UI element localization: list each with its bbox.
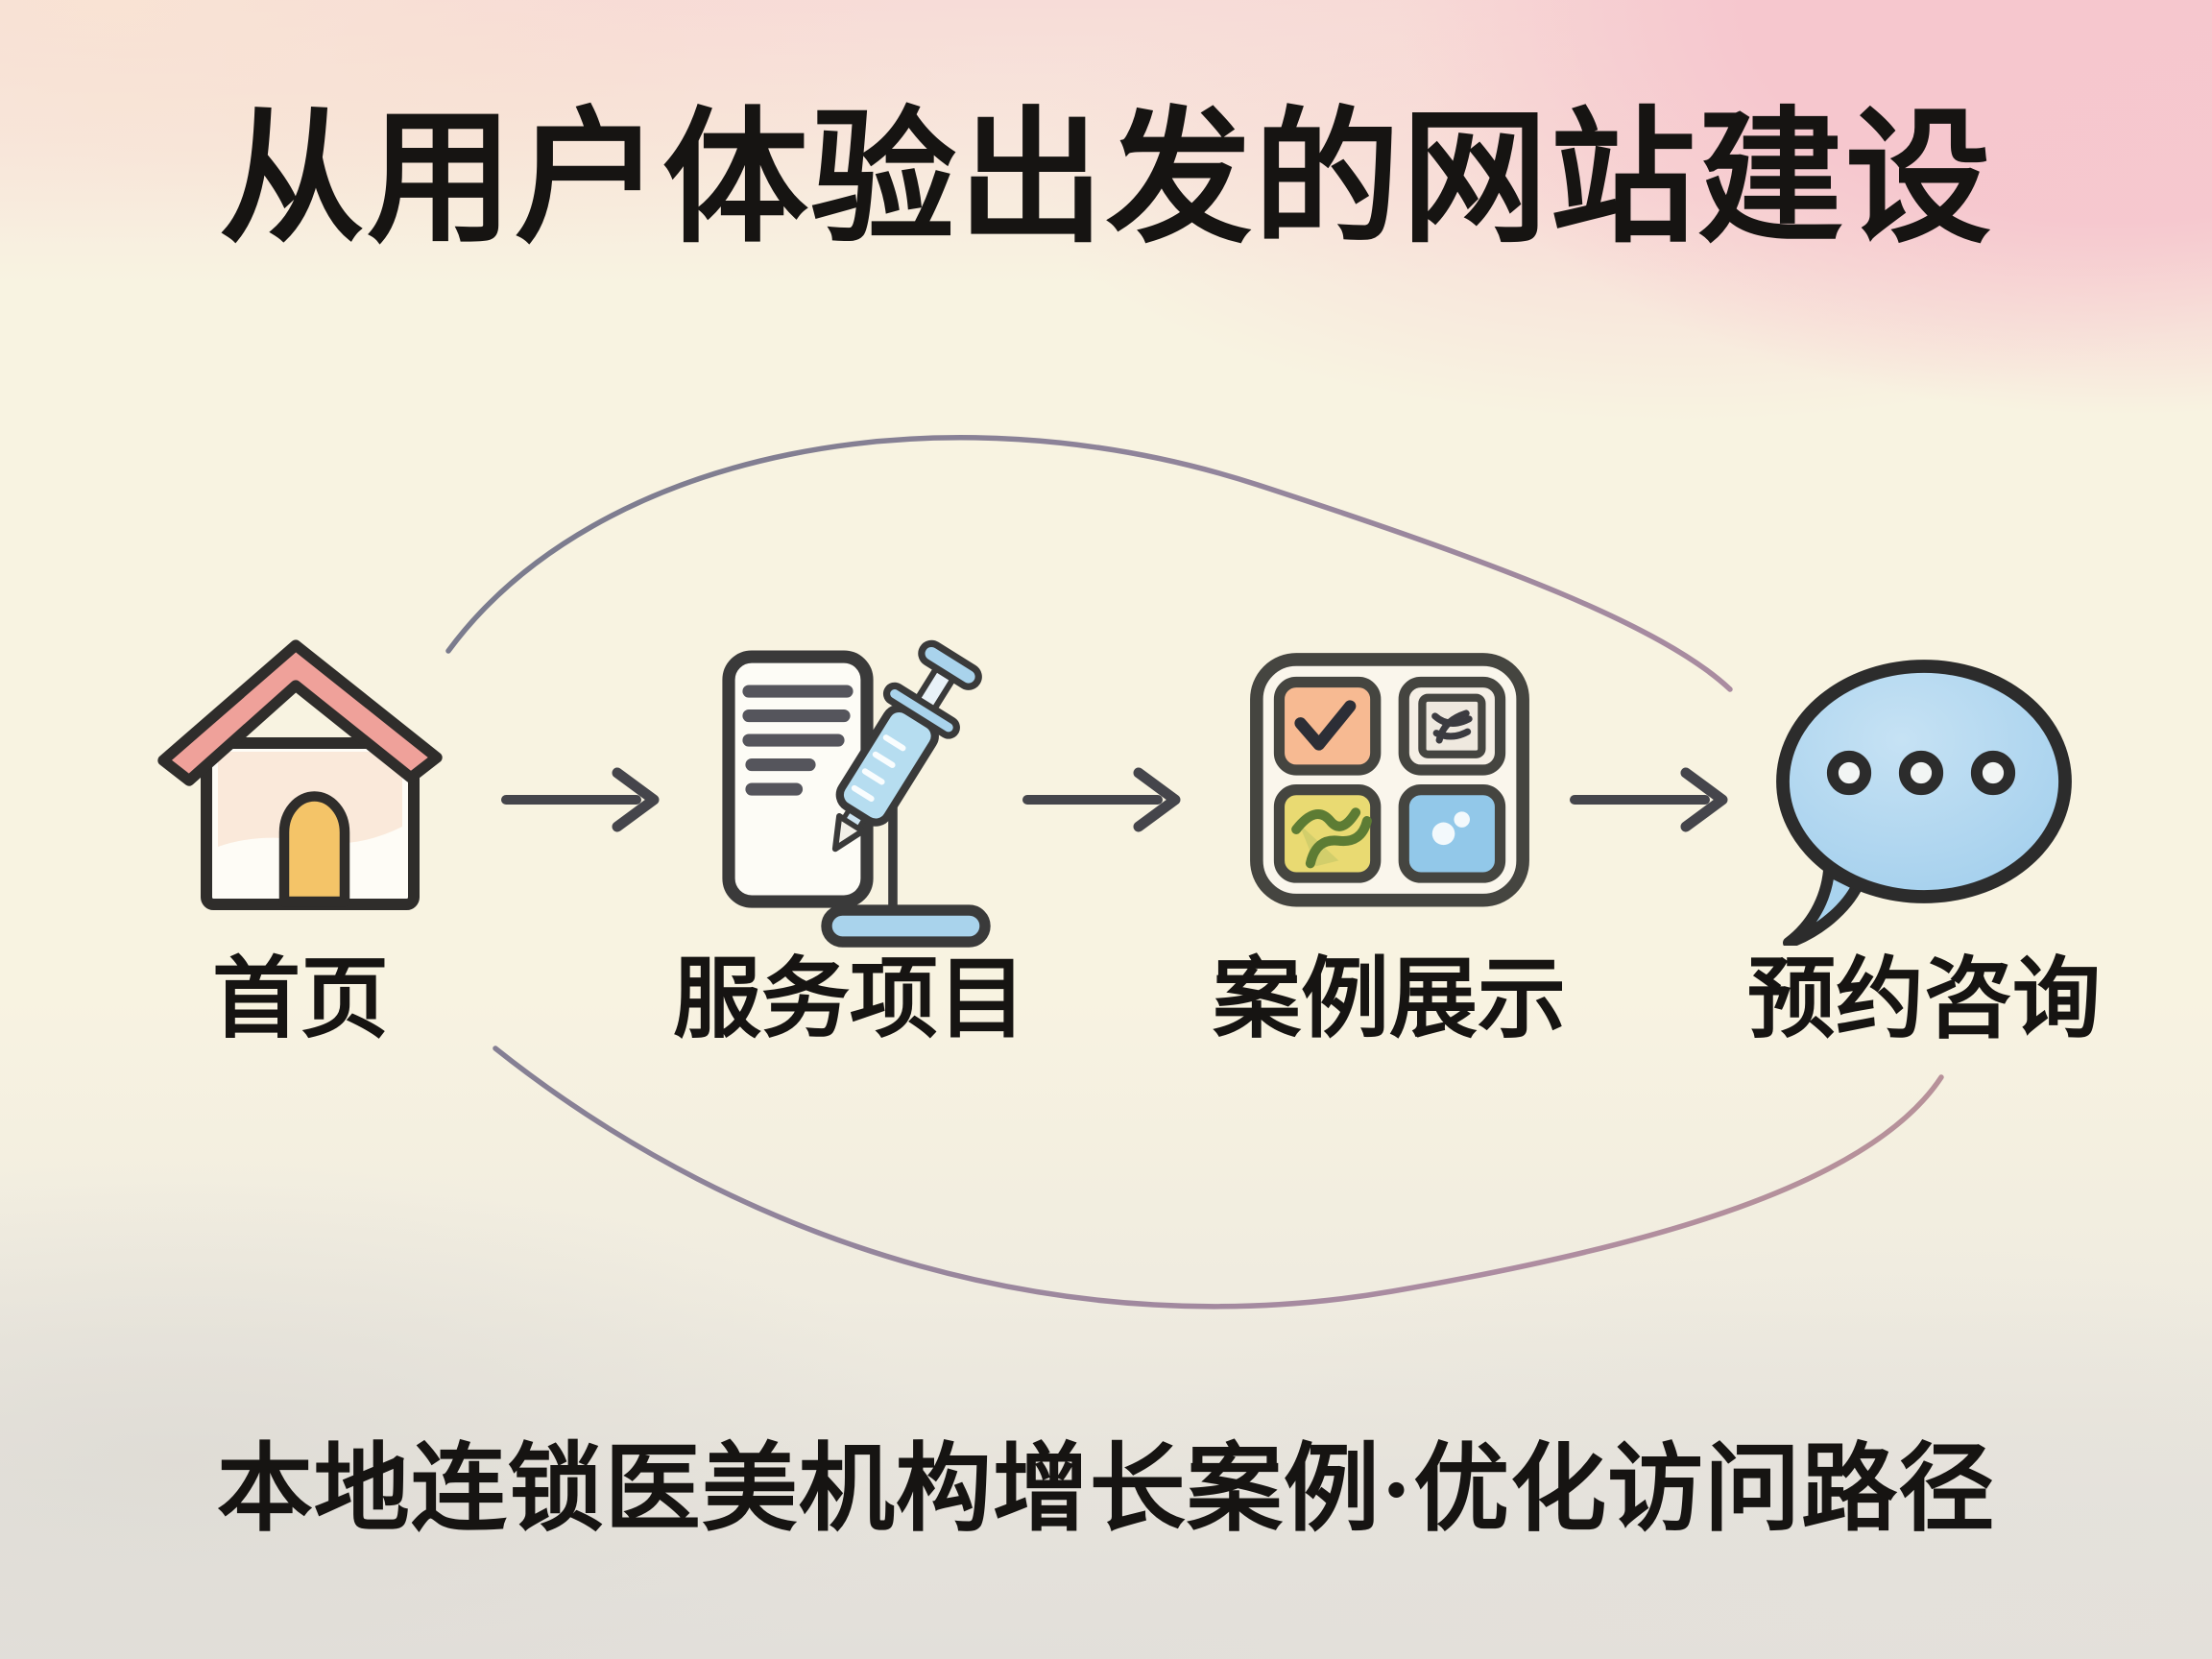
case-grid-icon — [1250, 653, 1529, 907]
home-icon — [157, 639, 443, 911]
step-label-booking: 预约咨询 — [1746, 950, 2101, 1048]
step-label-cases: 案例展示 — [1212, 950, 1566, 1048]
document-syringe-icon — [722, 639, 991, 948]
arrow-right-icon — [501, 767, 660, 832]
arrow-right-icon — [1022, 767, 1181, 832]
page-title: 从用户体验出发的网站建设 — [219, 99, 1993, 260]
footer-caption: 本地连锁医美机构增长案例·优化访问路径 — [216, 1436, 1996, 1543]
chat-bubble-icon — [1776, 660, 2072, 946]
arrow-right-icon — [1570, 767, 1728, 832]
step-label-services: 服务项目 — [672, 950, 1026, 1048]
step-label-home: 首页 — [211, 950, 389, 1048]
